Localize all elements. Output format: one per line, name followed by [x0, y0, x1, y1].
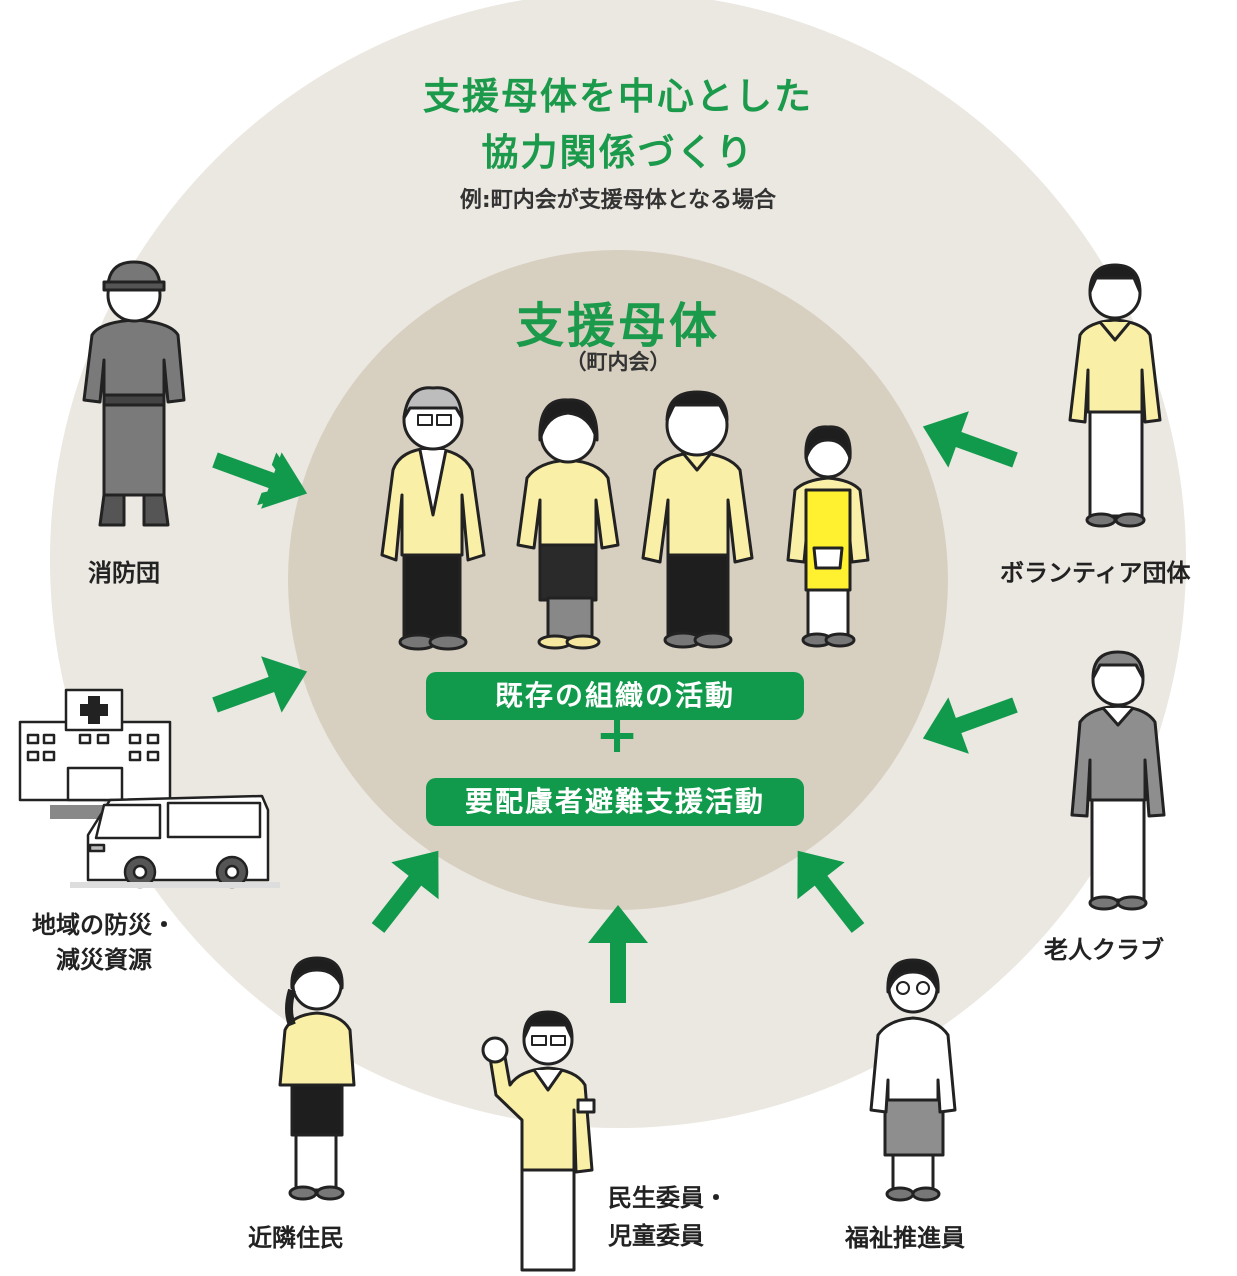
label-fire-brigade: 消防団 — [88, 559, 160, 587]
arrow-icon — [922, 411, 1018, 468]
label-disaster-resources-2: 減災資源 — [56, 946, 152, 974]
core-title: 支援母体 — [515, 298, 720, 354]
neighbor-woman-icon — [278, 956, 356, 1201]
label-welfare-promoter: 福祉推進員 — [845, 1224, 965, 1252]
label-neighbors: 近隣住民 — [248, 1224, 344, 1252]
volunteer-person-icon — [1068, 263, 1162, 528]
disaster-resources — [18, 688, 280, 889]
core-subtitle: （町内会） — [565, 350, 671, 374]
label-welfare-commissioner-2: 児童委員 — [608, 1222, 704, 1250]
arrow-icon — [922, 697, 1018, 754]
arrow-icon — [212, 656, 308, 713]
core-members — [380, 386, 870, 651]
arrows — [212, 411, 1018, 1003]
label-senior-club: 老人クラブ — [1044, 936, 1164, 964]
existing-activity-pill: 既存の組織の活動 — [426, 672, 804, 720]
evacuation-support-pill: 要配慮者避難支援活動 — [426, 778, 804, 826]
senior-man-icon — [380, 386, 486, 651]
diagram-title-line1: 支援母体を中心とした — [423, 75, 813, 118]
hospital-icon — [18, 688, 172, 802]
woman-member-icon — [516, 398, 620, 650]
senior-person-icon — [1070, 650, 1166, 911]
arrow-icon — [212, 452, 308, 509]
apron-woman-icon — [786, 425, 870, 648]
arrow-icon — [371, 850, 439, 933]
commissioner-person-icon — [481, 1010, 596, 1272]
man-member-icon — [641, 390, 754, 649]
arrow-icon — [797, 850, 865, 933]
label-volunteer-group: ボランティア団体 — [1000, 559, 1191, 587]
plus-sign: + — [595, 705, 639, 765]
arrow-icon — [588, 905, 648, 1003]
welfare-promoter-woman-icon — [869, 958, 957, 1202]
ambulance-icon — [86, 794, 270, 889]
diagram-title-line2: 協力関係づくり — [481, 131, 755, 174]
label-welfare-commissioner-1: 民生委員・ — [608, 1184, 728, 1212]
label-disaster-resources-1: 地域の防災・ — [32, 911, 176, 939]
fire-brigade-person-icon — [82, 260, 186, 527]
example-caption: 例:町内会が支援母体となる場合 — [459, 188, 777, 213]
